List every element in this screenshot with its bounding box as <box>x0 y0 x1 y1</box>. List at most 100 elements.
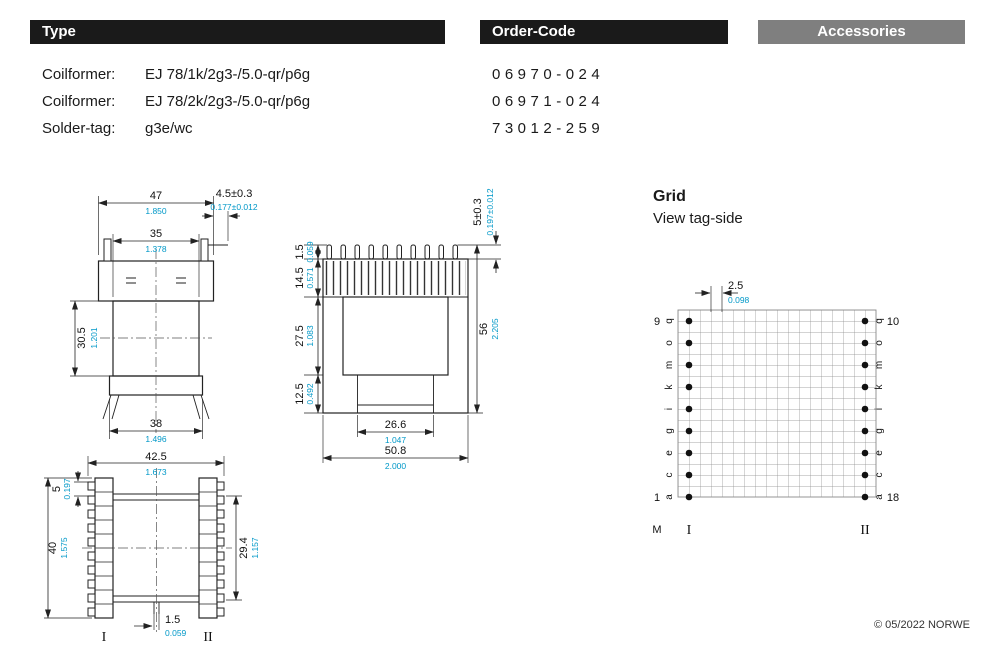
product-name: EJ 78/2k/2g3-/5.0-qr/p6g <box>145 93 311 110</box>
product-order-code: 73012-259 <box>492 120 605 137</box>
product-order-code: 06970-024 <box>492 66 605 83</box>
pin-letter: e <box>664 450 675 456</box>
solder-tag-strip <box>325 261 466 295</box>
pin-letter: o <box>874 340 885 346</box>
order-code-header-label: Order-Code <box>492 23 576 40</box>
winding-window <box>342 296 449 376</box>
pin-letter: g <box>664 428 675 434</box>
dim-front-pin-offset-mm: 4.5±0.3 <box>216 188 253 200</box>
dim-side-overall-height-inch: 2.205 <box>490 318 500 340</box>
dim-side-overall-width-mm: 50.8 <box>385 445 406 457</box>
mounting-feet <box>102 394 210 420</box>
grid-title: Grid <box>653 188 686 205</box>
copyright-note: © 05/2022 NORWE <box>874 619 970 631</box>
row-label-one: I <box>102 630 107 645</box>
dim-side-base-height-mm: 12.5 <box>294 383 306 404</box>
pin-letters-right: q o m k i g e c a <box>874 318 885 500</box>
dim-front-body-height-mm: 30.5 <box>76 327 88 348</box>
order-code-header-bar: Order-Code <box>480 20 728 44</box>
grid-subtitle: View tag-side <box>653 210 743 227</box>
solder-pin <box>103 238 112 262</box>
dim-front-base-width-mm: 38 <box>150 418 162 430</box>
dim-bottom-pin-pitch-inch: 0.197 <box>62 478 72 500</box>
dim-front-outer-width-mm: 47 <box>150 190 162 202</box>
grid-row-label-two: II <box>860 523 870 538</box>
dim-bottom-overall-width-mm: 42.5 <box>145 451 166 463</box>
pin-letter: q <box>874 318 885 324</box>
equal-marks <box>126 277 186 284</box>
pin-letter: c <box>874 473 885 478</box>
dim-grid-pitch-mm: 2.5 <box>728 280 743 292</box>
front-centerlines <box>100 249 212 433</box>
dim-bottom-inner-height-inch: 1.157 <box>250 537 260 559</box>
pin-letter: k <box>664 384 675 390</box>
dim-side-pin-tip-mm: 1.5 <box>294 244 306 259</box>
dim-front-pin-offset-inch: 0.177±0.012 <box>210 202 257 212</box>
pin-number-left-bottom: 1 <box>654 492 660 504</box>
coilformer-front-outline <box>97 238 228 420</box>
product-row: Coilformer: EJ 78/2k/2g3-/5.0-qr/p6g 069… <box>42 93 722 115</box>
bottom-dimension-lines <box>44 456 242 630</box>
solder-pins-row <box>326 244 458 260</box>
dim-front-body-height-inch: 1.201 <box>89 327 99 349</box>
product-row: Solder-tag: g3e/wc 73012-259 <box>42 120 722 142</box>
product-name: EJ 78/1k/2g3-/5.0-qr/p6g <box>145 66 311 83</box>
pin-letter: a <box>874 494 885 500</box>
product-kind: Coilformer: <box>42 93 116 110</box>
dim-bottom-rib-inch: 0.059 <box>165 628 187 638</box>
dim-side-window-height-inch: 1.083 <box>305 325 315 347</box>
pin-letter: m <box>874 361 885 369</box>
pin-letter: g <box>874 428 885 434</box>
dim-bottom-overall-width-inch: 1.673 <box>145 467 167 477</box>
dim-side-overall-width-inch: 2.000 <box>385 461 407 471</box>
side-view-drawing: 1.5 0.059 14.5 0.571 27.5 1.083 12.5 0.4… <box>294 188 501 471</box>
pin-dots-left <box>685 317 693 501</box>
dim-grid-pitch-inch: 0.098 <box>728 295 750 305</box>
m-reference-label: M <box>652 524 661 536</box>
pin-number-left-top: 9 <box>654 316 660 328</box>
pin-letter: k <box>874 384 885 390</box>
dim-front-inner-width-mm: 35 <box>150 228 162 240</box>
dim-side-pin-length-inch: 0.197±0.012 <box>485 188 495 235</box>
dim-side-flange-height-inch: 0.571 <box>305 267 315 289</box>
dim-front-base-width-inch: 1.496 <box>145 434 167 444</box>
accessories-header-label: Accessories <box>817 23 906 40</box>
product-kind: Coilformer: <box>42 66 116 83</box>
pin-letter: q <box>664 318 675 324</box>
pin-grid <box>677 309 877 498</box>
solder-pin <box>200 238 209 262</box>
base-step <box>357 375 434 413</box>
bottom-centerlines <box>82 468 232 632</box>
grid-row-label-one: I <box>687 523 692 538</box>
grid-pitch-dimension <box>695 286 738 312</box>
product-order-code: 06971-024 <box>492 93 605 110</box>
front-view-drawing: 47 1.850 4.5±0.3 0.177±0.012 35 1.378 30… <box>70 188 258 444</box>
solder-tags-right <box>216 481 225 617</box>
product-row: Coilformer: EJ 78/1k/2g3-/5.0-qr/p6g 069… <box>42 66 722 88</box>
dim-side-pin-length-mm: 5±0.3 <box>472 198 484 225</box>
dim-side-window-width-inch: 1.047 <box>385 435 407 445</box>
dim-side-base-height-inch: 0.492 <box>305 383 315 405</box>
row-label-two: II <box>203 630 213 645</box>
dim-front-outer-width-inch: 1.850 <box>145 206 167 216</box>
dim-bottom-overall-height-mm: 40 <box>47 542 59 554</box>
pin-dots-right <box>861 317 869 501</box>
type-header-bar: Type <box>30 20 445 44</box>
pin-letter: m <box>664 361 675 369</box>
pin-number-right-top: 10 <box>887 316 899 328</box>
pin-letter: a <box>664 494 675 500</box>
dim-bottom-pin-pitch-mm: 5 <box>51 486 63 492</box>
pin-letters-left: q o m k i g e c a <box>664 318 675 500</box>
solder-tags-left <box>87 481 96 617</box>
dim-bottom-overall-height-inch: 1.575 <box>59 537 69 559</box>
pin-number-right-bottom: 18 <box>887 492 899 504</box>
coilformer-side-outline <box>322 244 469 414</box>
pin-grid-diagram: 2.5 0.098 9 1 10 18 q o m k i g e c a q … <box>652 280 899 538</box>
product-kind: Solder-tag: <box>42 120 116 137</box>
dim-side-overall-height-mm: 56 <box>478 323 490 335</box>
side-dimension-lines <box>304 231 501 463</box>
dim-side-window-height-mm: 27.5 <box>294 325 306 346</box>
front-dimension-lines <box>70 196 240 439</box>
dim-front-inner-width-inch: 1.378 <box>145 244 167 254</box>
